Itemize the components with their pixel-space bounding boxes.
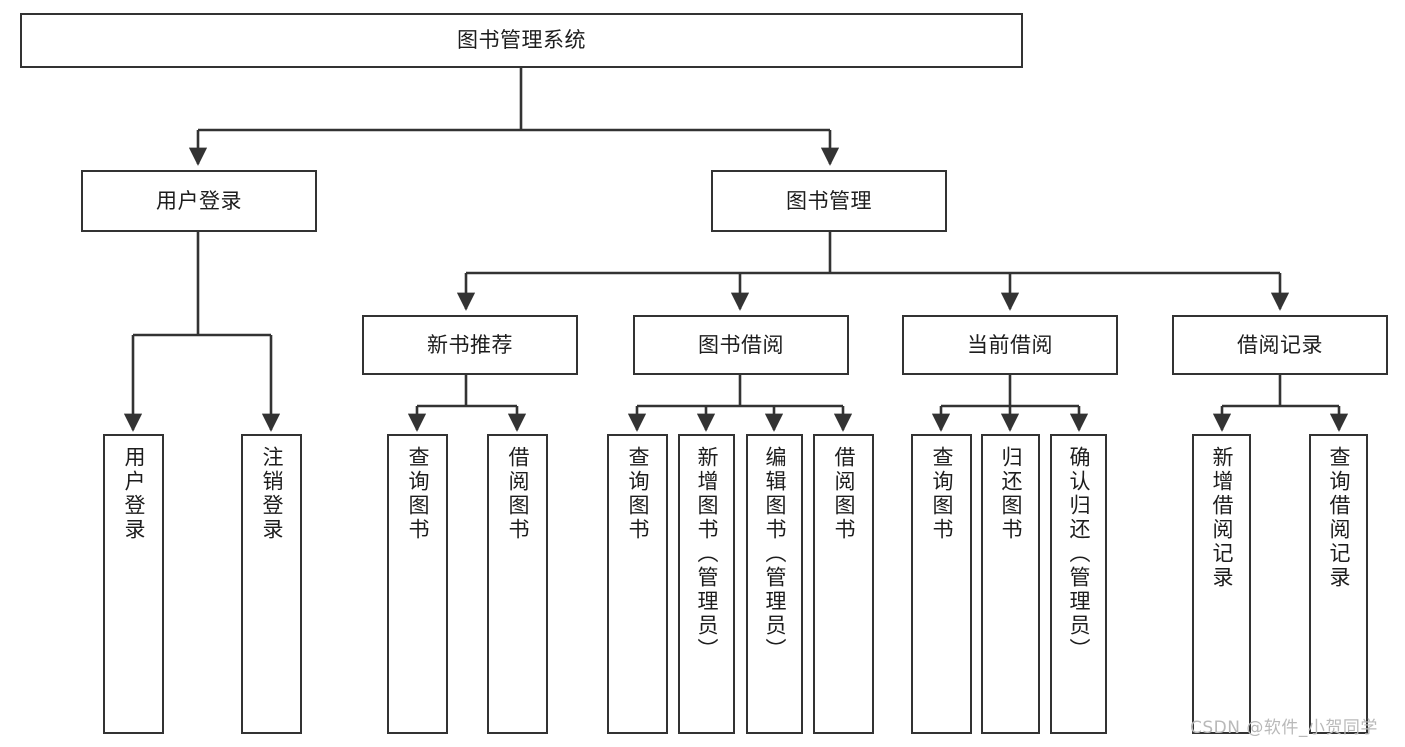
node-new-book-recommend-label: 新书推荐 <box>427 332 513 357</box>
node-leaf-add-book-label: 新增图书（管理员） <box>695 446 719 662</box>
node-book-borrow[interactable]: 图书借阅 <box>633 315 849 375</box>
node-leaf-borrow-book-1-label: 借阅图书 <box>506 446 530 542</box>
node-leaf-query-record[interactable]: 查询借阅记录 <box>1309 434 1368 734</box>
node-leaf-query-book-3-label: 查询图书 <box>930 446 954 542</box>
node-leaf-return-book-label: 归还图书 <box>999 446 1023 542</box>
node-leaf-edit-book[interactable]: 编辑图书（管理员） <box>746 434 803 734</box>
node-root-label: 图书管理系统 <box>457 28 586 53</box>
node-leaf-query-book-2-label: 查询图书 <box>626 446 650 542</box>
node-leaf-edit-book-label: 编辑图书（管理员） <box>763 446 787 662</box>
node-root[interactable]: 图书管理系统 <box>20 13 1023 68</box>
node-leaf-user-login-label: 用户登录 <box>122 446 146 542</box>
node-borrow-record-label: 借阅记录 <box>1237 332 1323 357</box>
node-leaf-query-book-1[interactable]: 查询图书 <box>387 434 448 734</box>
node-book-management[interactable]: 图书管理 <box>711 170 947 232</box>
node-book-management-label: 图书管理 <box>786 188 872 213</box>
node-leaf-borrow-book-2[interactable]: 借阅图书 <box>813 434 874 734</box>
node-leaf-query-record-label: 查询借阅记录 <box>1327 446 1351 590</box>
csdn-watermark: CSDN @软件_小贺同学 <box>1190 718 1378 738</box>
node-leaf-logout[interactable]: 注销登录 <box>241 434 302 734</box>
node-book-borrow-label: 图书借阅 <box>698 332 784 357</box>
node-leaf-borrow-book-1[interactable]: 借阅图书 <box>487 434 548 734</box>
node-new-book-recommend[interactable]: 新书推荐 <box>362 315 578 375</box>
node-leaf-logout-label: 注销登录 <box>260 446 284 542</box>
node-leaf-add-record[interactable]: 新增借阅记录 <box>1192 434 1251 734</box>
node-leaf-borrow-book-2-label: 借阅图书 <box>832 446 856 542</box>
node-borrow-record[interactable]: 借阅记录 <box>1172 315 1388 375</box>
node-current-borrow-label: 当前借阅 <box>967 332 1053 357</box>
node-user-login[interactable]: 用户登录 <box>81 170 317 232</box>
node-leaf-query-book-1-label: 查询图书 <box>406 446 430 542</box>
node-leaf-user-login[interactable]: 用户登录 <box>103 434 164 734</box>
node-current-borrow[interactable]: 当前借阅 <box>902 315 1118 375</box>
node-user-login-label: 用户登录 <box>156 188 242 213</box>
node-leaf-query-book-2[interactable]: 查询图书 <box>607 434 668 734</box>
node-leaf-confirm-return[interactable]: 确认归还（管理员） <box>1050 434 1107 734</box>
node-leaf-add-record-label: 新增借阅记录 <box>1210 446 1234 590</box>
node-leaf-add-book[interactable]: 新增图书（管理员） <box>678 434 735 734</box>
node-leaf-confirm-return-label: 确认归还（管理员） <box>1067 446 1091 662</box>
node-leaf-query-book-3[interactable]: 查询图书 <box>911 434 972 734</box>
node-leaf-return-book[interactable]: 归还图书 <box>981 434 1040 734</box>
